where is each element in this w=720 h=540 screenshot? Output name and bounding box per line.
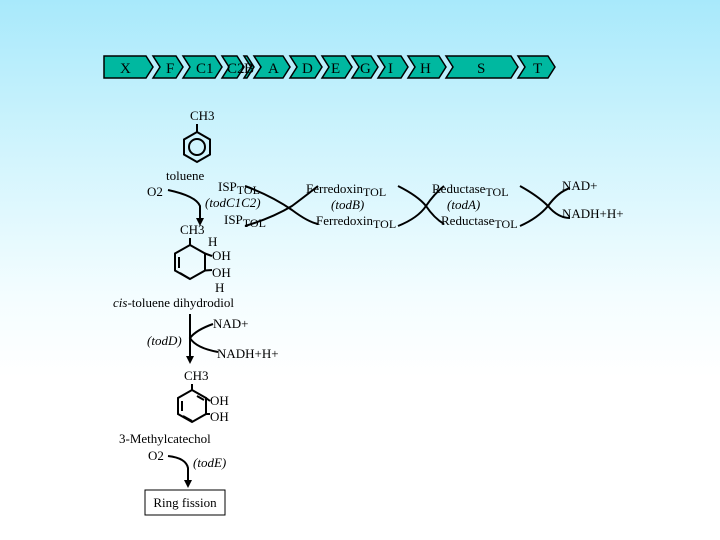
toluene-ring xyxy=(183,130,211,164)
gene-label-h: H xyxy=(420,61,431,77)
catechol-oh1-bond xyxy=(205,397,211,402)
catechol-double-bond-2 xyxy=(182,415,193,422)
gene-arrow-h xyxy=(406,55,447,79)
nadh-label: NADH+H+ xyxy=(562,206,624,221)
dihydrodiol-oh1-bond xyxy=(204,252,213,257)
gene-tode-label: (todE) xyxy=(193,455,226,470)
gene-arrow-c1 xyxy=(181,55,223,79)
reductase-bottom-label: ReductaseTOL xyxy=(441,213,518,231)
dihydrodiol-oh2-bond xyxy=(204,269,213,272)
dihydrodiol-h-top: H xyxy=(208,234,217,249)
ferredoxin-top-label: FerredoxinTOL xyxy=(306,181,386,199)
gene-arrow-g xyxy=(350,55,379,79)
gene-arrow-s xyxy=(444,55,519,79)
reductase-top-label: ReductaseTOL xyxy=(432,181,509,199)
gene-arrow-f xyxy=(151,55,184,79)
toluene-label: toluene xyxy=(166,168,204,183)
nad-plus-label: NAD+ xyxy=(562,178,598,193)
dihydrodiol-h-bottom: H xyxy=(215,280,224,295)
gene-label-x: X xyxy=(120,61,131,77)
gene-todb-label: (todB) xyxy=(331,197,364,212)
dihydrodiol-label: cis-toluene dihydrodiol xyxy=(113,295,234,310)
gene-arrow-e xyxy=(320,55,353,79)
ring-fission-label: Ring fission xyxy=(153,495,217,510)
gene-todd-label: (todD) xyxy=(147,333,182,348)
gene-todc1c2-label: (todC1C2) xyxy=(205,195,261,210)
o2-label: O2 xyxy=(147,184,163,199)
nadh-1-label: NADH+H+ xyxy=(217,346,279,361)
catechol-double-bond-3 xyxy=(196,395,205,401)
ferredoxin-bottom-label: FerredoxinTOL xyxy=(316,213,396,231)
electron-transfer-chain: FerredoxinTOL (todB) FerredoxinTOL Reduc… xyxy=(244,178,624,231)
toluene-ch3: CH3 xyxy=(190,108,215,123)
nad-plus-1-label: NAD+ xyxy=(213,316,249,331)
step-dioxygenase: O2 ISPTOL (todC1C2) ISPTOL xyxy=(147,179,266,230)
reductase-nad-cross-2 xyxy=(519,187,571,227)
gene-label-d: D xyxy=(302,61,313,77)
gene-label-t: T xyxy=(533,61,542,77)
gene-label-f: F xyxy=(166,61,174,77)
ferredoxin-reductase-cross-2 xyxy=(397,185,445,227)
toluene-formula: CH3 xyxy=(190,108,215,123)
gene-label-s: S xyxy=(477,61,485,77)
methylcatechol-structure: CH3 OH OH 3-Methylcatechol xyxy=(119,368,229,446)
gene-label-i: I xyxy=(388,61,393,77)
dihydrodiol-double-bond-2 xyxy=(179,272,191,280)
isp-ferredoxin-cross-1 xyxy=(244,185,319,225)
reaction-arrow-1 xyxy=(167,189,204,226)
dihydrodiol-ch3-label: CH3 xyxy=(180,222,205,237)
isp-top-label: ISPTOL xyxy=(218,179,260,197)
dihydrodiol-oh1: OH xyxy=(212,248,231,263)
gene-arrow-c2 xyxy=(220,55,245,79)
step-dehydrogenase: NAD+ (todD) NADH+H+ xyxy=(147,314,279,364)
gene-arrow-d xyxy=(288,55,323,79)
gene-label-a: A xyxy=(268,61,279,77)
o2-2-label: O2 xyxy=(148,448,164,463)
gene-arrow-a xyxy=(252,55,291,79)
gene-toda-label: (todA) xyxy=(447,197,480,212)
ring-fission-box xyxy=(144,489,226,516)
gene-arrow-b xyxy=(242,55,255,79)
gene-label-c1: C1 xyxy=(196,61,214,77)
catechol-oh1: OH xyxy=(210,393,229,408)
gene-arrow-x xyxy=(103,55,154,79)
nad-curved-arrow xyxy=(188,323,219,353)
isp-ferredoxin-cross-2 xyxy=(244,185,319,227)
gene-label-b: B xyxy=(244,61,254,77)
toluene-aromatic-circle xyxy=(188,138,206,156)
catechol-ch3-label: CH3 xyxy=(184,368,209,383)
methylcatechol-label: 3-Methylcatechol xyxy=(119,431,211,446)
gene-label-g: G xyxy=(360,61,371,77)
dihydrodiol-structure: CH3 H OH OH H cis-toluene dihydrodiol xyxy=(113,222,234,310)
toluene-structure: CH3 toluene xyxy=(166,108,215,183)
reaction-arrow-3 xyxy=(167,455,192,488)
gene-label-e: E xyxy=(331,61,340,77)
gene-label-c2: C2 xyxy=(227,61,245,77)
dihydrodiol-oh2: OH xyxy=(212,265,231,280)
gene-arrow-t xyxy=(516,55,556,79)
catechol-oh2: OH xyxy=(210,409,229,424)
step-ring-fission: O2 (todE) Ring fission xyxy=(144,448,226,516)
gene-arrow-i xyxy=(376,55,409,79)
